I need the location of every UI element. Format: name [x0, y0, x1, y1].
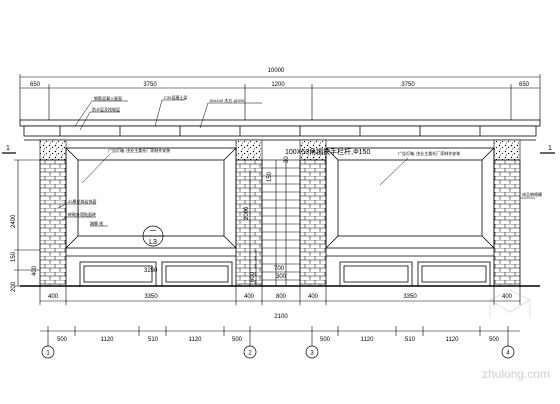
- dim-top-2: 3750: [143, 82, 157, 88]
- left-height-dims: [14, 159, 257, 287]
- section-marker-left-label: 1: [6, 145, 10, 152]
- billboard-right: [325, 147, 495, 249]
- annotation-roof-4: 50x100 木方 @300: [210, 97, 245, 103]
- dim-stair-30: 30: [284, 156, 290, 163]
- detail-marker-top: 一: [150, 228, 157, 235]
- dim-bottom-7: 400: [502, 294, 513, 300]
- annotation-center-stair: 100X50角钢扶手栏杆,Φ150: [285, 147, 370, 156]
- dim-stair-700: 700: [274, 266, 285, 272]
- dim-top-5: 650: [519, 82, 530, 88]
- annotation-left-3: 踢脚 线: [90, 220, 103, 226]
- watermark-logo: [488, 289, 532, 318]
- annotation-billboard-right: 广告灯箱, 由业主委托厂家制作安装: [398, 150, 460, 156]
- dim-stair-300: 300: [276, 274, 287, 280]
- axis-label-2: 2: [248, 351, 252, 357]
- annotation-left-2: 砖砌外墙贴面砖: [68, 211, 96, 217]
- dim-stair-150: 150: [267, 171, 273, 182]
- dim-left-2400: 2400: [11, 214, 17, 228]
- dim-mid-2000: 2000: [244, 206, 250, 220]
- roof-leaders: [74, 99, 262, 131]
- dim-bottom-3: 400: [244, 294, 255, 300]
- dim-row2-9: 1120: [446, 337, 460, 343]
- roof-structure: [19, 119, 541, 141]
- dim-bottom-2: 3350: [144, 294, 158, 300]
- annotation-roof-3: C30混凝土梁: [164, 94, 187, 100]
- dim-bottom-1: 400: [48, 294, 59, 300]
- annotation-roof-1: 钢筋混凝土屋面: [94, 95, 122, 101]
- dim-row2-7: 1120: [361, 337, 375, 343]
- dim-mid-600: 600: [250, 271, 256, 282]
- detail-marker: [142, 225, 164, 247]
- dim-row2-2: 1120: [101, 337, 115, 343]
- dim-top-4: 3750: [401, 82, 415, 88]
- center-stair: [261, 159, 301, 287]
- annotation-roof-2: 防水层及找坡层: [92, 106, 120, 112]
- watermark-text: zhulong.com: [482, 367, 550, 381]
- overall-width-label: 10000: [268, 68, 285, 74]
- brick-pillars: [39, 159, 521, 287]
- bottom-dimension-chain: [39, 286, 521, 346]
- dim-row2-8: 510: [405, 337, 416, 343]
- annotation-billboard-left: 广告灯箱, 由业主委托厂家制作安装: [108, 147, 170, 153]
- dim-row2-4: 1120: [189, 337, 203, 343]
- axis-label-1: 1: [46, 351, 50, 357]
- annotation-side-right: 成品钢格栅: [522, 191, 542, 197]
- dim-row2-5: 500: [232, 337, 243, 343]
- dim-panel-3250: 3250: [144, 268, 158, 274]
- dim-row2-1: 500: [57, 337, 68, 343]
- detail-marker-bottom: L3: [149, 239, 157, 246]
- section-marker-right-label: 1: [548, 145, 552, 152]
- dim-bottom-6: 3350: [403, 294, 417, 300]
- billboard-right-leader: [379, 157, 409, 186]
- dim-left-400: 400: [32, 265, 38, 276]
- dim-top-1: 650: [30, 82, 41, 88]
- annotation-left-1: 20厚花岗岩饰面: [68, 198, 96, 204]
- top-dimension-chain: [19, 74, 541, 120]
- left-leaders: [57, 203, 108, 227]
- dim-bottom-2100: 2100: [274, 314, 288, 320]
- dim-bottom-5: 400: [308, 294, 319, 300]
- axis-label-4: 4: [506, 351, 510, 357]
- dim-left-200: 200: [11, 281, 17, 292]
- dim-row2-3: 510: [148, 337, 159, 343]
- dim-top-3: 1200: [271, 82, 285, 88]
- axis-label-3: 3: [310, 351, 314, 357]
- dim-row2-10: 500: [489, 337, 500, 343]
- billboard-left-leader: [81, 153, 111, 184]
- axis-bubbles: [41, 345, 515, 359]
- dim-row2-6: 500: [320, 337, 331, 343]
- dim-left-150: 150: [11, 251, 17, 262]
- dim-bottom-4: 800: [276, 294, 287, 300]
